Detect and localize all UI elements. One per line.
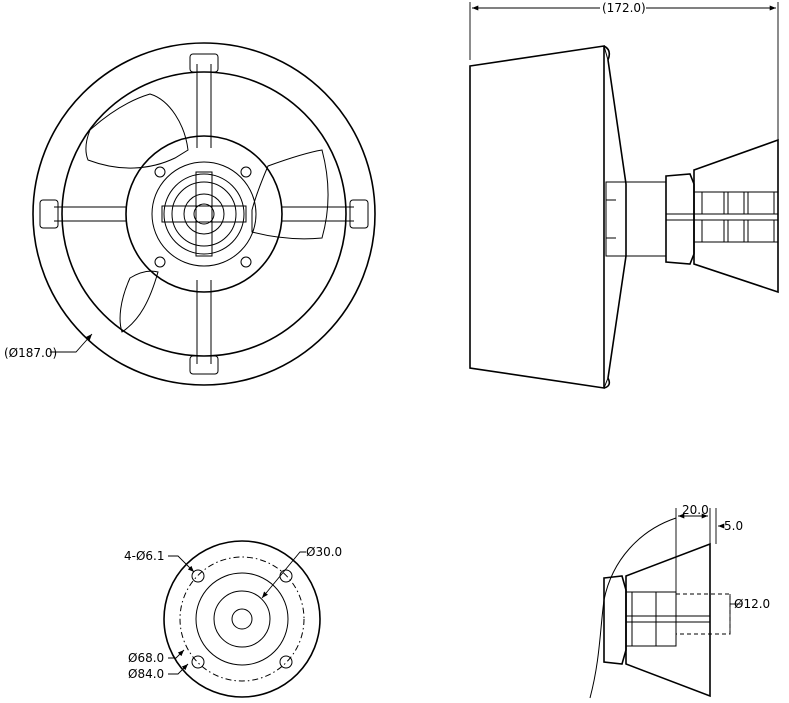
- motor-diameter-label: Ø84.0: [128, 667, 164, 681]
- motor-length-label: 20.0: [682, 503, 709, 517]
- motor-hub: [125, 135, 283, 293]
- outer-diameter-label: (Ø187.0): [4, 346, 57, 360]
- mount-tabs: [39, 53, 369, 375]
- mount-holes-label: 4-Ø6.1: [124, 549, 165, 563]
- overall-length-label: (172.0): [602, 1, 646, 15]
- side-view: [469, 2, 779, 389]
- bolt-circle-label: Ø68.0: [128, 651, 164, 665]
- center-bore-label: Ø30.0: [306, 545, 342, 559]
- motor-side-detail: [589, 508, 742, 699]
- shaft-diameter-label: Ø12.0: [734, 597, 770, 611]
- stator-spokes: [54, 64, 354, 364]
- motor-face-view: [163, 540, 321, 698]
- fan-blades: [85, 93, 329, 333]
- shaft-offset-label: 5.0: [724, 519, 743, 533]
- front-view: [32, 42, 376, 386]
